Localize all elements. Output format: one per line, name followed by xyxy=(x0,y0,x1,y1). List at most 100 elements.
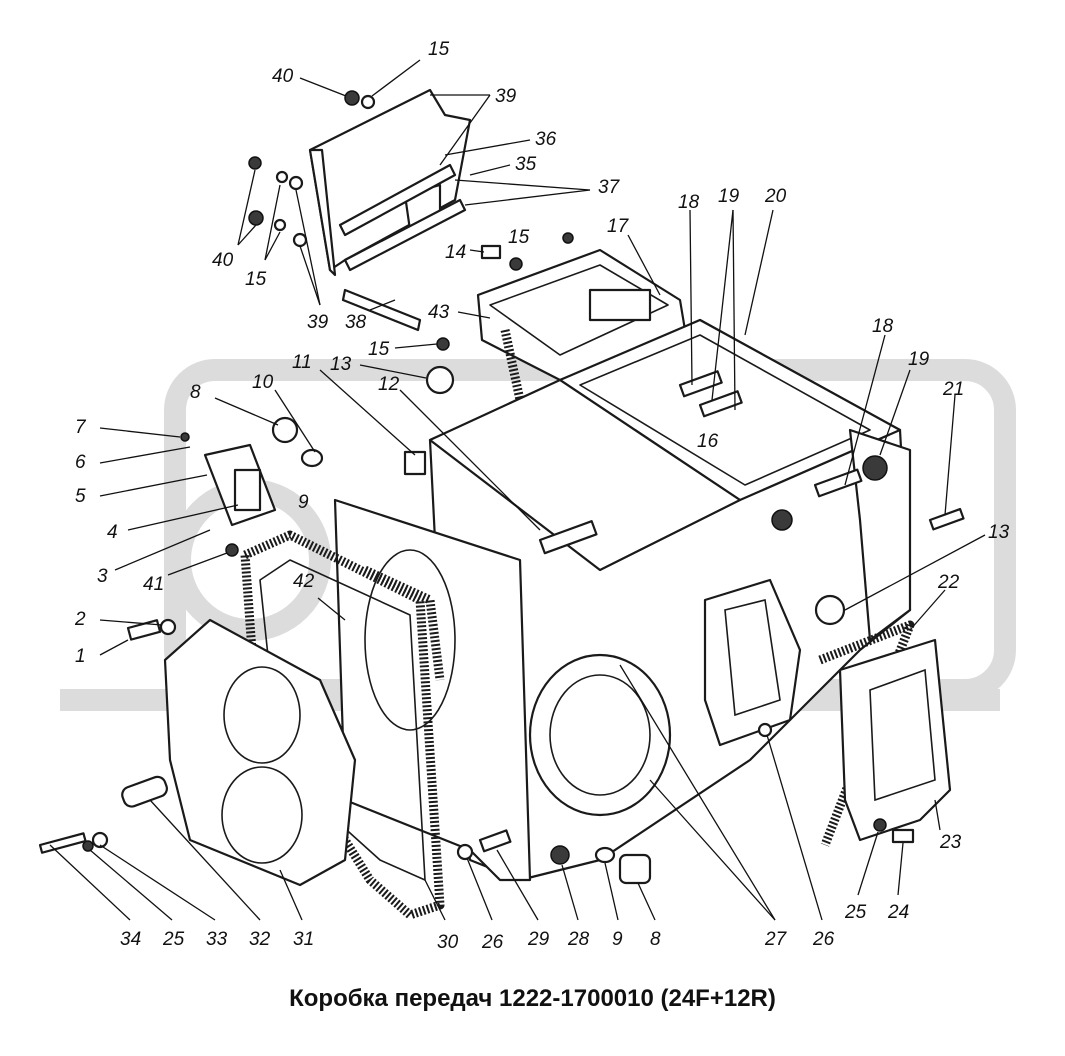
pin-part-26b xyxy=(757,722,773,738)
leader-26b xyxy=(766,734,823,921)
leader-6 xyxy=(99,446,191,464)
callout-36: 36 xyxy=(535,129,557,150)
nut-part-40c xyxy=(248,210,264,226)
callout-15: 15 xyxy=(245,269,267,290)
callout-25: 25 xyxy=(162,929,185,950)
washer-part-15a xyxy=(360,94,376,110)
washer-part-15c xyxy=(273,218,287,232)
leader-37-2 xyxy=(464,189,591,206)
washer-part-25b xyxy=(82,840,94,852)
callout-17: 17 xyxy=(607,216,630,237)
leader-33 xyxy=(99,844,216,921)
callout-38: 38 xyxy=(345,312,367,333)
housing-rear-flange xyxy=(848,428,912,642)
bolt-part-18a xyxy=(678,370,723,398)
diagram-title: Коробка передач 1222-1700010 (24F+12R) xyxy=(289,985,776,1012)
callout-40: 40 xyxy=(212,250,234,271)
leader-36 xyxy=(444,139,531,156)
leader-5 xyxy=(99,474,208,497)
callout-9: 9 xyxy=(612,929,623,950)
callout-19: 19 xyxy=(718,186,740,207)
leader-13a xyxy=(359,364,427,379)
front-plate-bore-upper xyxy=(223,666,301,764)
side-window-opening xyxy=(724,599,781,717)
stud-part-29 xyxy=(478,829,512,853)
bolt-part-34 xyxy=(38,832,87,854)
leader-26a xyxy=(466,857,493,921)
leader-25a xyxy=(857,831,879,896)
rod-part-37 xyxy=(338,163,457,237)
plug-part-8b xyxy=(618,853,652,885)
callout-32: 32 xyxy=(249,929,271,950)
leader-35 xyxy=(469,164,511,176)
callout-23: 23 xyxy=(939,832,962,853)
housing-top-opening xyxy=(579,334,871,486)
leader-31 xyxy=(279,869,303,921)
callout-40: 40 xyxy=(272,66,294,87)
callout-1: 1 xyxy=(75,646,86,667)
leader-lines xyxy=(49,59,986,921)
ring-part-9b xyxy=(594,846,616,864)
gasket-part-42 xyxy=(363,565,445,681)
rod-part-37b xyxy=(343,198,467,272)
sleeve-part-11 xyxy=(403,450,427,476)
plug-part-16 xyxy=(771,509,793,531)
leader-40b-2 xyxy=(237,224,257,246)
plug-part-8a xyxy=(271,416,299,444)
top-cover-assembly xyxy=(248,88,574,351)
callout-12: 12 xyxy=(378,374,400,395)
gasket-part-30 xyxy=(240,530,445,920)
nut-part-40b xyxy=(248,156,262,170)
callout-39: 39 xyxy=(495,86,517,107)
side-cover-inner xyxy=(869,668,936,802)
leader-20 xyxy=(744,209,774,336)
bolt-part-18b xyxy=(813,468,863,498)
bolt-part-40a xyxy=(344,90,360,106)
leader-24 xyxy=(897,842,904,896)
front-face-opening xyxy=(364,549,456,731)
callout-24: 24 xyxy=(887,902,909,923)
plug-part-13a xyxy=(425,365,455,395)
leader-39a-2 xyxy=(439,94,491,166)
leader-19a-2 xyxy=(732,209,736,411)
sleeve-part-32 xyxy=(121,775,168,808)
plug-part-13b xyxy=(814,594,846,626)
bolt-part-24 xyxy=(891,828,915,844)
breather-group xyxy=(180,416,324,557)
callout-37: 37 xyxy=(598,177,621,198)
callout-20: 20 xyxy=(764,186,787,207)
callout-3: 3 xyxy=(97,566,108,587)
leader-18b xyxy=(844,334,886,486)
callout-30: 30 xyxy=(437,932,459,953)
gearbox-housing xyxy=(403,318,965,882)
bottom-plugs-group xyxy=(456,722,773,885)
callout-2: 2 xyxy=(74,609,86,630)
cover-inner-edge xyxy=(489,264,669,356)
callout-6: 6 xyxy=(75,452,86,473)
leader-13b xyxy=(844,534,986,611)
callout-34: 34 xyxy=(120,929,141,950)
callout-22: 22 xyxy=(937,572,960,593)
callout-13: 13 xyxy=(330,354,352,375)
callout-25: 25 xyxy=(844,902,867,923)
callout-13: 13 xyxy=(988,522,1010,543)
leader-32 xyxy=(149,799,261,921)
leader-40b-1 xyxy=(237,169,256,246)
leader-15d xyxy=(394,343,438,349)
plug-part-28 xyxy=(550,845,570,865)
callout-21: 21 xyxy=(942,379,964,400)
leader-30 xyxy=(424,879,446,921)
washer-part-25a xyxy=(873,818,887,832)
callout-7: 7 xyxy=(75,417,87,438)
leader-40a xyxy=(299,77,347,97)
leader-15b-2 xyxy=(264,231,281,261)
cover-ribs xyxy=(588,288,652,322)
front-plate-bore-lower xyxy=(221,766,303,864)
leader-11 xyxy=(319,369,416,456)
callout-15: 15 xyxy=(428,39,450,60)
callout-8: 8 xyxy=(650,929,661,950)
callout-5: 5 xyxy=(75,486,86,507)
leader-9b xyxy=(604,862,619,921)
bolt-part-19a xyxy=(698,390,743,418)
